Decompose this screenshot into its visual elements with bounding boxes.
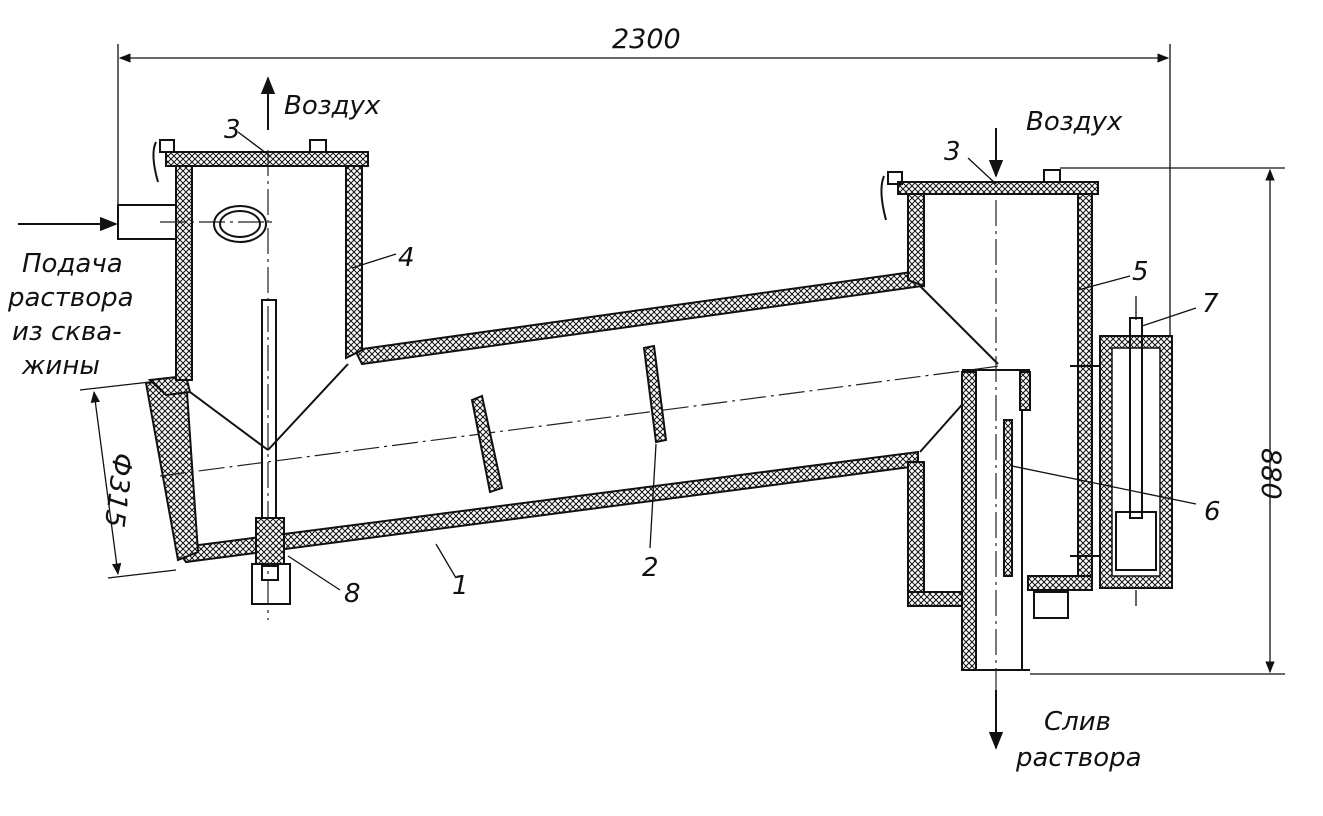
callout-4: 4 (398, 243, 415, 273)
callout-8: 8 (344, 579, 361, 609)
feed-label-line1: Подача (22, 249, 123, 279)
air-label-left: Воздух (284, 91, 381, 121)
callout-5: 5 (1132, 257, 1149, 287)
dimension-height: 880 (1030, 167, 1286, 675)
left-chamber (117, 76, 369, 620)
callout-1: 1 (452, 571, 469, 601)
feed-label-line2: раствора (7, 283, 134, 313)
callout-7: 7 (1202, 289, 1219, 319)
feed-label-line3: из сква- (12, 317, 122, 347)
dimension-width-label: 2300 (612, 24, 681, 55)
separator-body (144, 270, 1001, 564)
callout-2: 2 (642, 553, 659, 583)
leader-lines (18, 131, 1197, 591)
level-sensor-left (251, 299, 291, 605)
dimension-width: 2300 (117, 24, 1171, 340)
baffles (470, 344, 668, 494)
dimension-height-label: 880 (1255, 448, 1286, 500)
feed-label-line4: жины (21, 351, 100, 381)
right-chamber (880, 128, 1099, 750)
callout-3-right: 3 (944, 137, 961, 167)
float-switch-housing (1070, 296, 1173, 606)
drain-label-line1: Слив (1044, 707, 1111, 737)
callout-3-left: 3 (224, 115, 241, 145)
drain-label-line2: раствора (1015, 743, 1142, 773)
dimension-diameter: Ф315 (79, 381, 177, 579)
callout-6: 6 (1204, 497, 1221, 527)
air-label-right: Воздух (1026, 107, 1123, 137)
sight-glass-icon (213, 205, 267, 243)
